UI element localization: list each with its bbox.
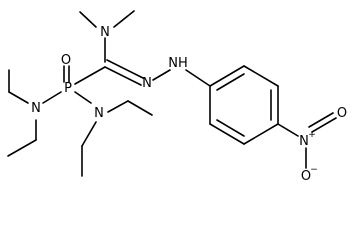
- atom-nh: NH: [168, 56, 188, 71]
- bond-p-carbon: [74, 66, 106, 85]
- bond-c-n-double-b: [106, 59, 144, 79]
- charge-minus: −: [310, 165, 318, 175]
- bond-n-right-ethyl-up-2: [127, 100, 153, 116]
- ring-inner-3: [216, 119, 245, 137]
- atom-n-left: N: [31, 101, 41, 116]
- bond-n-left-ethyl-down-2: [7, 139, 37, 157]
- structure-canvas: N O P N N N NH N + O O −: [7, 10, 348, 184]
- bond-aryl-nitro: [277, 123, 299, 137]
- atom-n-imine: N: [142, 76, 152, 91]
- bond-nitro-o-top-a: [311, 117, 337, 133]
- atom-o-nitro-top: O: [337, 106, 347, 121]
- bond-c-n-double-a: [104, 66, 142, 86]
- bond-n-right-ethyl-down-1: [81, 121, 97, 147]
- ring-bond-5: [209, 123, 245, 145]
- atom-n-nitro: N: [299, 134, 309, 149]
- atom-p: P: [64, 81, 72, 96]
- bond-nitro-o-top-b: [308, 112, 334, 128]
- bond-p-n-left: [42, 91, 62, 104]
- molecule-diagram: N O P N N N NH N + O O −: [7, 10, 347, 184]
- bond-n-nh: [152, 69, 171, 81]
- bonds: [7, 10, 337, 177]
- atom-n-dimethyl: N: [100, 25, 110, 40]
- bond-n-right-ethyl-up-1: [107, 100, 129, 113]
- bond-n-methyl-right: [113, 10, 135, 28]
- ring-bond-2: [243, 65, 279, 87]
- atom-o-phosphoryl: O: [61, 53, 71, 68]
- atom-labels: N O P N N N NH N + O O −: [31, 25, 347, 184]
- atom-n-right: N: [94, 106, 104, 121]
- bond-methyl-left-n: [79, 11, 97, 28]
- bond-n-left-ethyl-up-1: [8, 91, 29, 104]
- ring-bond-1: [209, 65, 245, 87]
- bond-nh-aryl: [185, 69, 211, 87]
- bond-p-n-right: [74, 91, 92, 104]
- ring-bond-4: [243, 123, 279, 145]
- atom-o-nitro-bottom: O: [301, 169, 311, 184]
- charge-plus: +: [308, 130, 316, 140]
- ring-inner-1: [216, 73, 245, 91]
